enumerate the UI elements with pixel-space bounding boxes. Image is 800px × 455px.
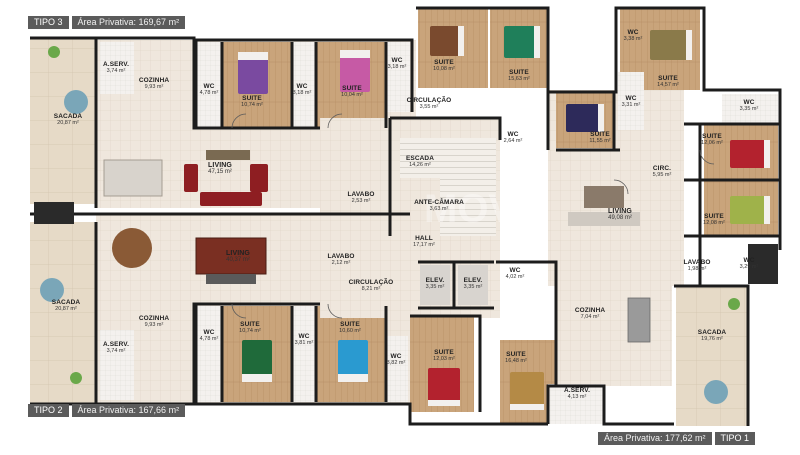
bed-lime: [730, 196, 766, 224]
bed-purple: [238, 58, 268, 94]
pillow: [458, 26, 464, 56]
patio-table: [40, 278, 64, 302]
watermark-text: MOVE: [424, 187, 542, 231]
tv-stand: [206, 150, 250, 160]
pillow: [428, 400, 460, 406]
shaft-right: [748, 244, 778, 284]
pillow: [340, 50, 370, 58]
elevator-1-shaft: [420, 265, 450, 305]
pillow: [510, 404, 544, 410]
t1-suite-walls: [410, 260, 558, 412]
t3-wc2-floor: [292, 42, 316, 128]
t2-wc3-floor: [386, 336, 408, 402]
pillow: [238, 52, 268, 60]
rug: [195, 237, 267, 275]
door: [231, 113, 247, 129]
t2-wc1-floor: [196, 306, 222, 402]
t2-balcony-floor: [30, 222, 96, 404]
plan-private-area: Área Privativa: 169,67 m²: [71, 16, 186, 29]
bed-pink: [340, 56, 370, 92]
t3-wc1-floor: [196, 42, 222, 128]
plant: [70, 372, 82, 384]
bed-red-right: [730, 140, 766, 168]
bed-dark-green: [242, 340, 272, 376]
plan-private-area: Área Privativa: 167,66 m²: [71, 404, 186, 417]
living-furniture: [103, 150, 651, 343]
bed-blue: [338, 340, 368, 376]
sofa-red: [200, 192, 262, 206]
top-right-wall: [416, 6, 782, 250]
plant: [48, 46, 60, 58]
corridor-walls: [196, 126, 320, 306]
elevator-2-shaft: [458, 265, 488, 305]
pillow: [242, 374, 272, 382]
t2-wc2-floor: [292, 306, 316, 402]
pillow: [338, 374, 368, 382]
pillow: [764, 140, 770, 168]
dining-table: [103, 159, 163, 197]
bottom-wall: [30, 302, 548, 426]
t2-aserv-floor: [100, 330, 134, 400]
plan-private-area: Área Privativa: 177,62 m²: [598, 432, 712, 445]
plan-type-label: TIPO 1: [714, 432, 756, 445]
dining-table: [627, 297, 651, 343]
t1-wc-r-floor: [722, 94, 778, 124]
pillow: [598, 104, 604, 132]
plant: [728, 298, 740, 310]
pillow: [686, 30, 692, 60]
t3-wc3-floor: [386, 42, 410, 112]
pillow: [764, 196, 770, 224]
plan-type-label: TIPO 2: [28, 404, 69, 417]
plan-type-label: TIPO 3: [28, 16, 69, 29]
t3-balcony-floor: [30, 38, 96, 204]
dining-round-table: [112, 228, 152, 268]
bed-red: [428, 368, 460, 402]
bed-brown: [430, 26, 462, 56]
stair-steps: [440, 138, 496, 236]
rug: [584, 186, 624, 208]
sofa-red: [184, 164, 198, 192]
door-swings: [231, 113, 715, 319]
terrace-sets: [40, 46, 740, 404]
door: [699, 149, 715, 165]
sofa-grey: [206, 274, 256, 284]
patio-table: [64, 90, 88, 114]
bed-olive: [650, 30, 688, 60]
sofa-beige: [568, 212, 640, 226]
beds: [238, 26, 770, 410]
pillow: [534, 26, 540, 58]
t1-aserv-floor: [548, 384, 604, 424]
bed-tan: [510, 372, 544, 406]
sofa-red: [250, 164, 268, 192]
bed-green: [504, 26, 536, 58]
t1-kitchen-floor: [556, 286, 672, 386]
t1-mid-walls: [546, 92, 620, 152]
t3-aserv-floor: [100, 42, 134, 94]
door: [231, 303, 247, 319]
stair-landing: [400, 138, 440, 178]
walls: [30, 6, 782, 426]
stair-walls: [388, 116, 502, 236]
bed-navy: [566, 104, 600, 132]
t1-right-walls: [684, 122, 780, 286]
door: [613, 179, 629, 195]
elevator-walls: [418, 260, 494, 310]
t1-bottom-wall: [546, 384, 674, 426]
t2-room-walls: [220, 306, 388, 402]
shaft-left: [34, 202, 74, 224]
t3-room-walls: [220, 42, 388, 128]
door: [327, 303, 343, 319]
door: [327, 113, 343, 129]
patio-table: [704, 380, 728, 404]
t1-wc-mid2-floor: [618, 72, 644, 130]
